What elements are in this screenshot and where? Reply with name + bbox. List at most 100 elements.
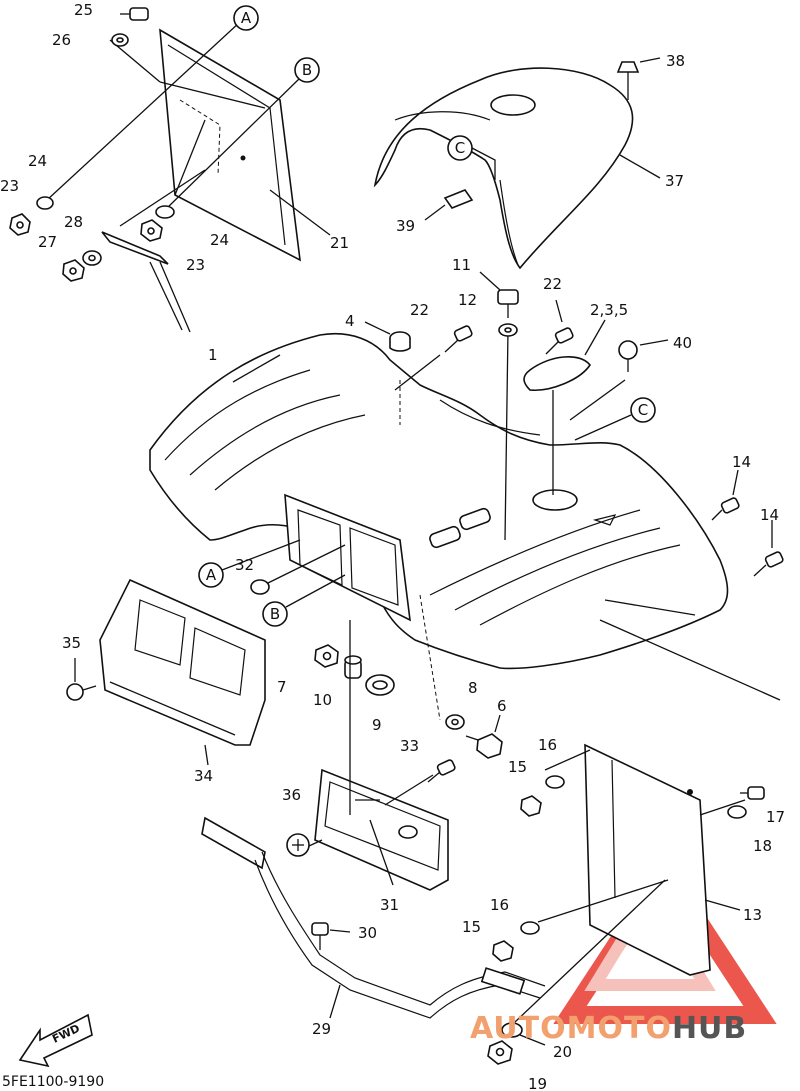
part-34-bezel xyxy=(99,578,266,766)
pad-235-icon xyxy=(523,319,606,495)
ref-circle-a-top: A xyxy=(233,5,259,31)
cap-4-icon xyxy=(364,321,411,352)
part-13-mudflap xyxy=(544,743,746,976)
ref-a-top-label: A xyxy=(241,9,252,27)
callout-36: 36 xyxy=(282,786,301,804)
ref-a-mid-label: A xyxy=(206,566,217,584)
callout-18: 18 xyxy=(753,837,772,855)
nut-23b-icon xyxy=(140,219,163,242)
washer-28-icon xyxy=(82,250,102,266)
callout-24a: 24 xyxy=(28,152,47,170)
ref-c-mid-label: C xyxy=(638,401,648,419)
callout-23a: 23 xyxy=(0,177,19,195)
callout-20: 20 xyxy=(553,1043,572,1061)
callout-15a: 15 xyxy=(508,758,527,776)
callout-19: 19 xyxy=(528,1075,547,1091)
part-bracket-left xyxy=(101,169,206,333)
callout-4: 4 xyxy=(345,312,355,330)
washer-24-icon xyxy=(36,196,54,210)
grommet-9-icon xyxy=(365,674,395,696)
ref-b-mid-label: B xyxy=(270,605,280,623)
ref-circle-b-mid: B xyxy=(262,574,346,627)
washer-24b-icon xyxy=(155,205,175,219)
bolt-40-icon xyxy=(569,339,669,421)
part-1-fender xyxy=(149,332,729,721)
watermark-auto: AUTO xyxy=(470,1011,567,1046)
callout-38: 38 xyxy=(666,52,685,70)
callout-26: 26 xyxy=(52,31,71,49)
callout-27: 27 xyxy=(38,233,57,251)
bolt-14b-icon xyxy=(753,520,784,577)
washer-16b-icon xyxy=(520,879,669,935)
diagram-code: 5FE1100-9190 xyxy=(2,1074,104,1090)
callout-29: 29 xyxy=(312,1020,331,1038)
washer-18-icon xyxy=(727,805,747,819)
bolt-17-icon xyxy=(740,786,765,800)
washer-8-icon xyxy=(445,714,465,730)
spacer-10-icon xyxy=(344,655,362,679)
nut-19-icon xyxy=(487,1040,513,1065)
callout-16b: 16 xyxy=(490,896,509,914)
callout-16a: 16 xyxy=(538,736,557,754)
part-29-stay xyxy=(201,816,546,1019)
bolt-33-icon xyxy=(427,759,456,783)
bolt-22b-icon xyxy=(545,299,574,355)
nut-27-icon xyxy=(62,259,85,282)
callout-9: 9 xyxy=(372,716,382,734)
callout-33: 33 xyxy=(400,737,419,755)
ref-circle-c-mid: C xyxy=(574,397,656,441)
callout-22a: 22 xyxy=(410,301,429,319)
callout-24b: 24 xyxy=(210,231,229,249)
washer-16a-icon xyxy=(545,775,565,789)
washer-20-icon xyxy=(501,879,666,1046)
nut-7-icon xyxy=(314,644,339,668)
callout-10: 10 xyxy=(313,691,332,709)
callout-2-3-5: 2,3,5 xyxy=(590,301,628,319)
part-21-panel xyxy=(159,28,331,262)
callout-23b: 23 xyxy=(186,256,205,274)
part-31-housing xyxy=(314,620,449,891)
washer-12-icon xyxy=(498,323,518,337)
callout-14a: 14 xyxy=(732,453,751,471)
callout-22b: 22 xyxy=(543,275,562,293)
part-37-cover xyxy=(373,67,661,270)
screw-38-icon xyxy=(616,57,661,100)
ref-circle-a-mid: A xyxy=(198,539,301,588)
callout-39: 39 xyxy=(396,217,415,235)
callout-14b: 14 xyxy=(760,506,779,524)
ref-b-top-label: B xyxy=(302,61,312,79)
watermark-moto: MOTO xyxy=(567,1011,672,1046)
nut-23-icon xyxy=(9,213,31,236)
callout-15b: 15 xyxy=(462,918,481,936)
callout-21: 21 xyxy=(330,234,349,252)
callout-31: 31 xyxy=(380,896,399,914)
callout-6: 6 xyxy=(497,697,507,715)
bolt-30-icon xyxy=(311,922,351,950)
callout-28: 28 xyxy=(64,213,83,231)
callout-1: 1 xyxy=(208,346,218,364)
bolt-11-icon xyxy=(479,271,519,541)
fwd-arrow-icon: FWD xyxy=(18,1013,93,1068)
bolt-14a-icon xyxy=(711,469,740,521)
callout-32: 32 xyxy=(235,556,254,574)
watermark-auto-moto: AUTOMOTOHUB xyxy=(470,1011,747,1046)
callout-40: 40 xyxy=(673,334,692,352)
screw-36-icon xyxy=(286,833,323,857)
bolt-22a-icon xyxy=(394,325,473,391)
bolt-25-icon xyxy=(120,7,149,21)
watermark-hub: HUB xyxy=(672,1011,747,1046)
callout-30: 30 xyxy=(358,924,377,942)
nut-15a-icon xyxy=(520,795,542,817)
bolt-35-icon xyxy=(66,658,97,701)
callout-12: 12 xyxy=(458,291,477,309)
callout-37: 37 xyxy=(665,172,684,190)
ref-circle-b-top: B xyxy=(294,57,320,83)
grommet-32-icon xyxy=(250,544,346,595)
part-39-clip xyxy=(424,189,474,221)
watermark-text: AUTOMOTOHUB xyxy=(470,1011,747,1046)
ref-c-top-label: C xyxy=(455,139,465,157)
callout-11: 11 xyxy=(452,256,471,274)
